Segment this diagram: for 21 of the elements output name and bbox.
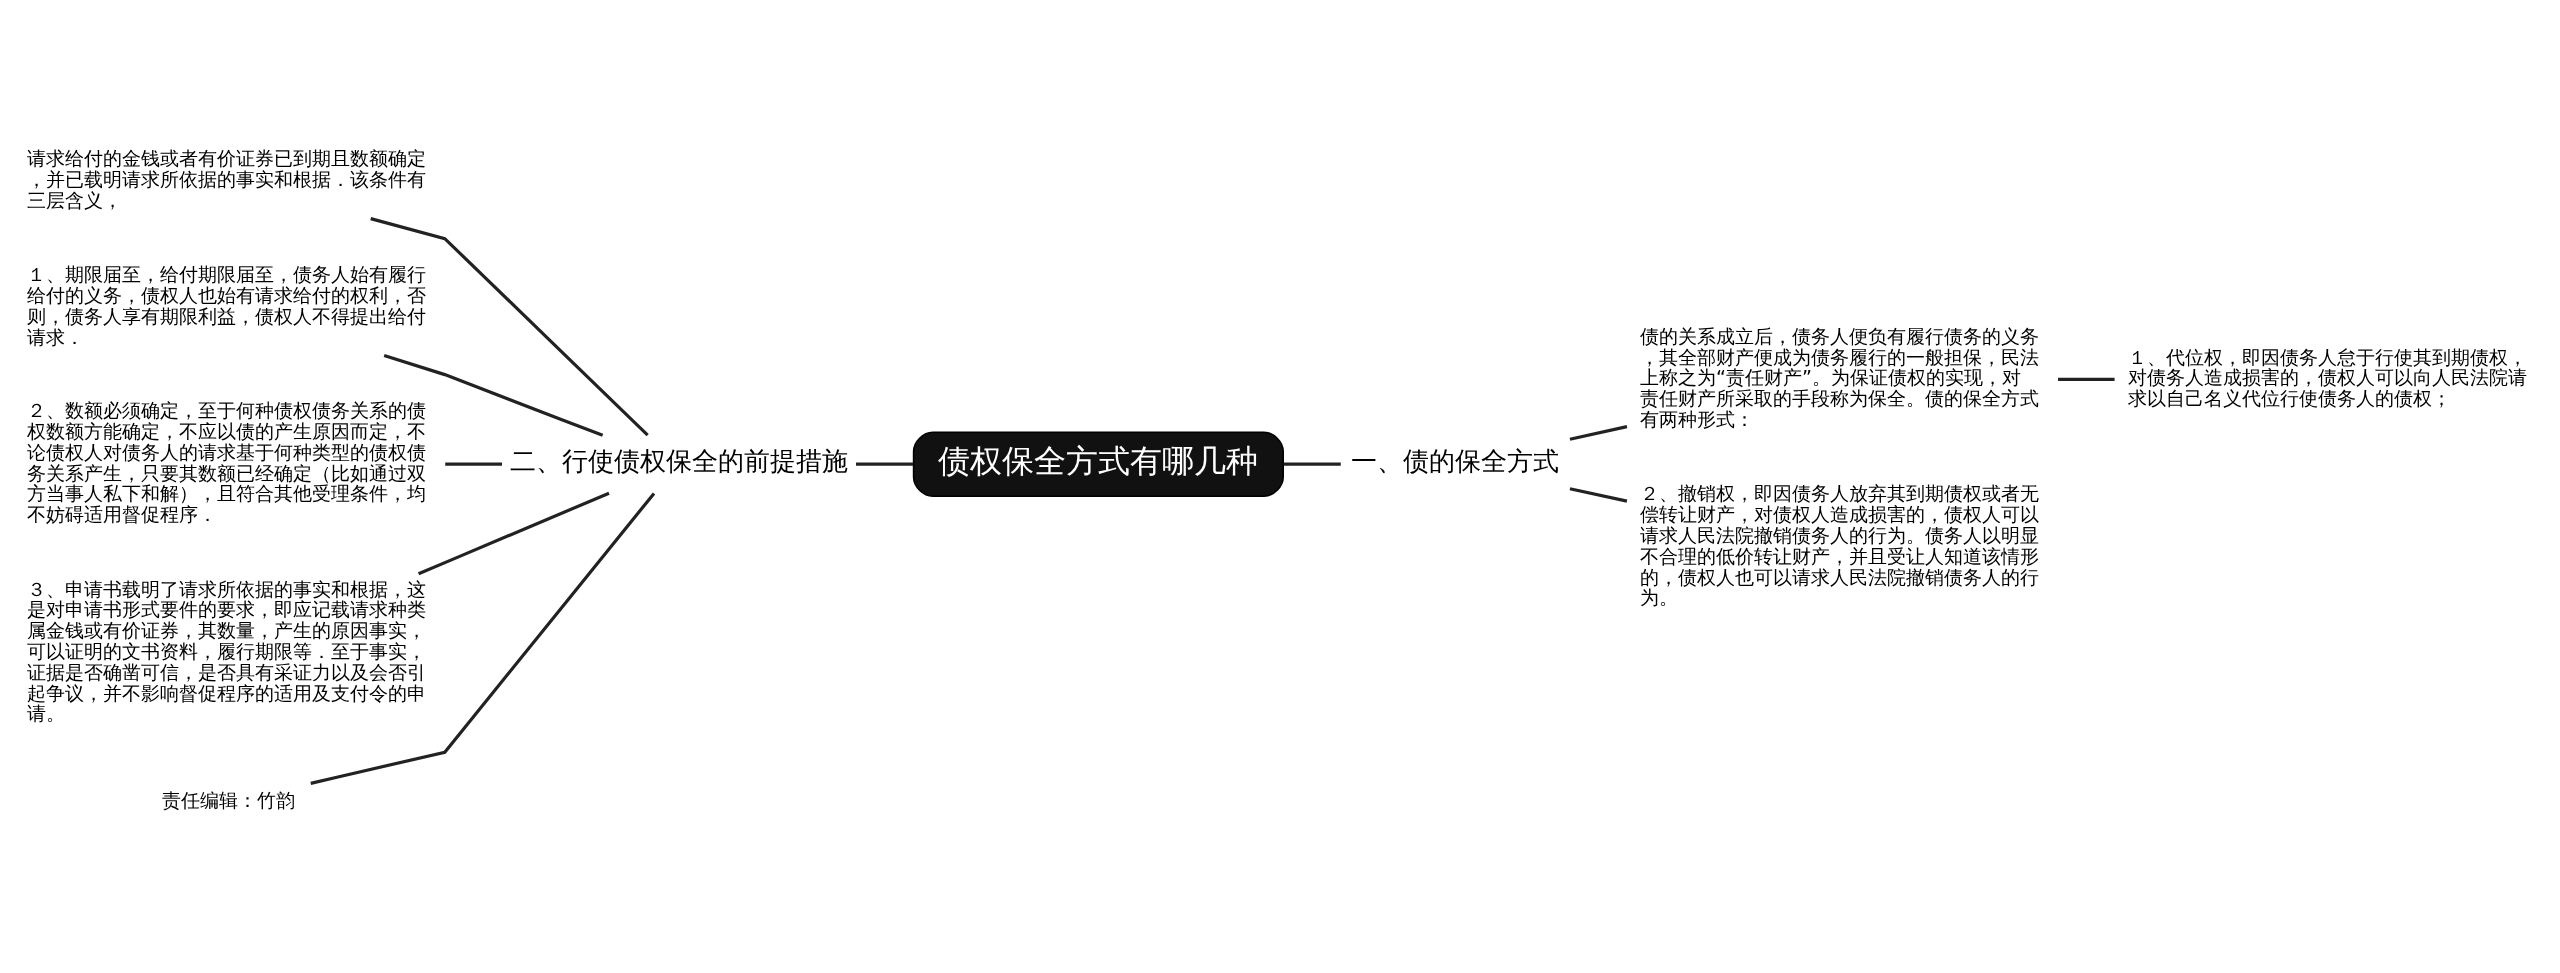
node-box: 债权保全方式有哪几种 bbox=[912, 430, 1284, 497]
node-text: ２、撤销权，即因债务人放弃其到期债权或者无偿转让财产，对债权人造成损害的，债权人可以请求人民法院撤销债务人的行为。债务人以明显不合理的低价转让财产，并且受让人知道该情形的，债权人也可以请求人民法院撤销债务人的行为。 bbox=[1640, 481, 2039, 609]
connector bbox=[310, 491, 656, 785]
connector bbox=[2058, 377, 2115, 381]
node-text: 一、债的保全方式 bbox=[1351, 445, 1560, 476]
node-text: １、期限届至，给付期限届至，债务人始有履行给付的义务，债权人也始有请求给付的权利，否则，债务人享有期限利益，债权人不得提出给付请求． bbox=[27, 262, 427, 349]
connector bbox=[1569, 424, 1628, 441]
connector bbox=[383, 353, 604, 437]
node-text: 责任编辑：竹韵 bbox=[161, 788, 295, 812]
node-text: 债的关系成立后，债务人便负有履行债务的义务，其全部财产便成为债务履行的一般担保，民法上称之为“责任财产”。为保证债权的实现，对责任财产所采取的手段称为保全。债的保全方式有两种形式： bbox=[1640, 324, 2039, 431]
node-text: 请求给付的金钱或者有价证券已到期且数额确定，并已载明请求所依据的事实和根据．该条件有三层含义， bbox=[27, 146, 427, 212]
node-text: 二、行使债权保全的前提措施 bbox=[510, 445, 849, 476]
connector bbox=[1569, 486, 1628, 503]
connector bbox=[370, 216, 649, 436]
node-text: ２、数额必须确定，至于何种债权债务关系的债权数额方能确定，不应以债的产生原因而定，不论债权人对债务人的请求基于何种类型的债权债务关系产生，只要其数额已经确定（比如通过双方当事人私下和解），且符合其他受理条件，均不妨碍适用督促程序． bbox=[27, 398, 427, 526]
node-text: １、代位权，即因债务人怠于行使其到期债权，对债务人造成损害的，债权人可以向人民法院请求以自己名义代位行使债务人的债权； bbox=[2128, 345, 2527, 410]
connector bbox=[1283, 462, 1341, 466]
connector bbox=[445, 462, 502, 466]
connector bbox=[417, 491, 610, 575]
connector bbox=[856, 462, 914, 466]
node-text: ３、申请书载明了请求所依据的事实和根据，这是对申请书形式要件的要求，即应记载请求种类属金钱或有价证券，其数量，产生的原因事实，可以证明的文书资料，履行期限等．至于事实，证据是否确凿可信，是否具有采证力以及会否引起争议，并不影响督促程序的适用及支付令的申请。 bbox=[27, 577, 427, 725]
